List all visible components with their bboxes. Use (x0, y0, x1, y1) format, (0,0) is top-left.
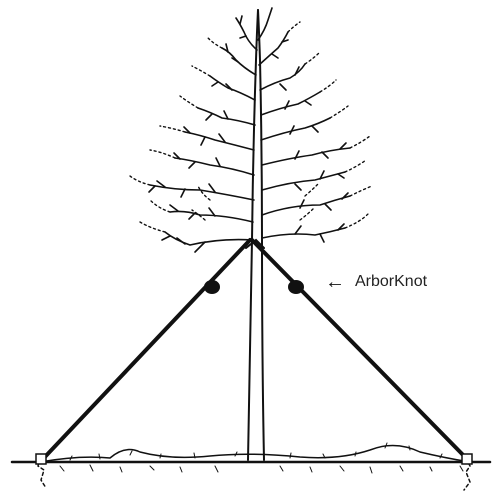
arborknot-label: ArborKnot (355, 273, 427, 291)
ground (12, 443, 490, 473)
right-knot (288, 280, 304, 294)
knots (204, 280, 304, 294)
trunk (246, 10, 264, 460)
left-arrow-icon: ← (325, 274, 345, 290)
arborknot-annotation: ← ArborKnot (325, 273, 427, 291)
left-stake (42, 240, 250, 460)
left-knot (204, 280, 220, 294)
